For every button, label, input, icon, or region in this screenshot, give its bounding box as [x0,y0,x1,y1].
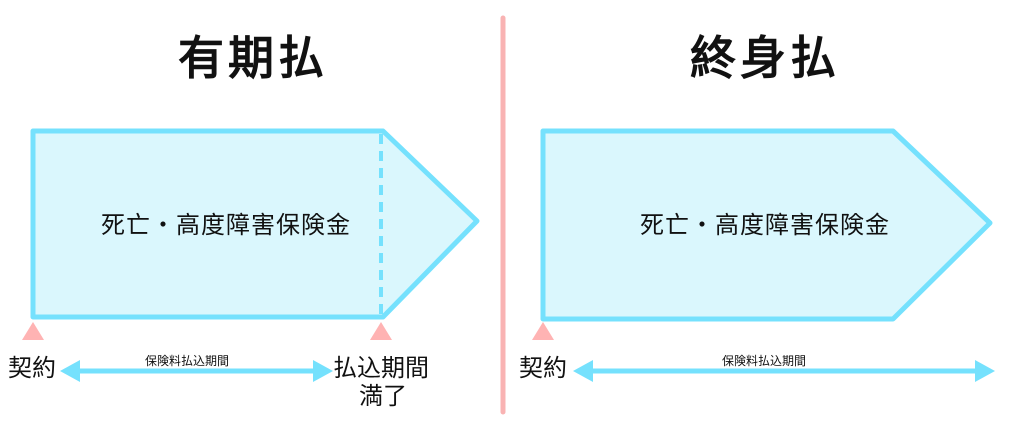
left-period-arrow-icon [60,360,333,382]
right-start-label: 契約 [519,354,567,382]
right-period-arrow-icon [573,360,995,382]
left-start-marker-icon [22,322,44,340]
right-start-marker-icon [532,322,554,340]
right-title: 終身払 [690,31,840,85]
left-end-marker-icon [370,322,392,340]
left-end-label-line2: 満了 [359,382,407,410]
left-end-label-line1: 払込期間 [333,354,429,382]
right-coverage-box [540,128,993,322]
left-box-label: 死亡・高度障害保険金 [101,211,351,239]
left-start-label: 契約 [8,354,56,382]
left-coverage-box [30,128,480,320]
right-box-label: 死亡・高度障害保険金 [640,211,890,239]
left-period-label: 保険料払込期間 [145,354,230,368]
right-period-label: 保険料払込期間 [722,354,807,368]
left-title: 有期払 [178,31,328,85]
